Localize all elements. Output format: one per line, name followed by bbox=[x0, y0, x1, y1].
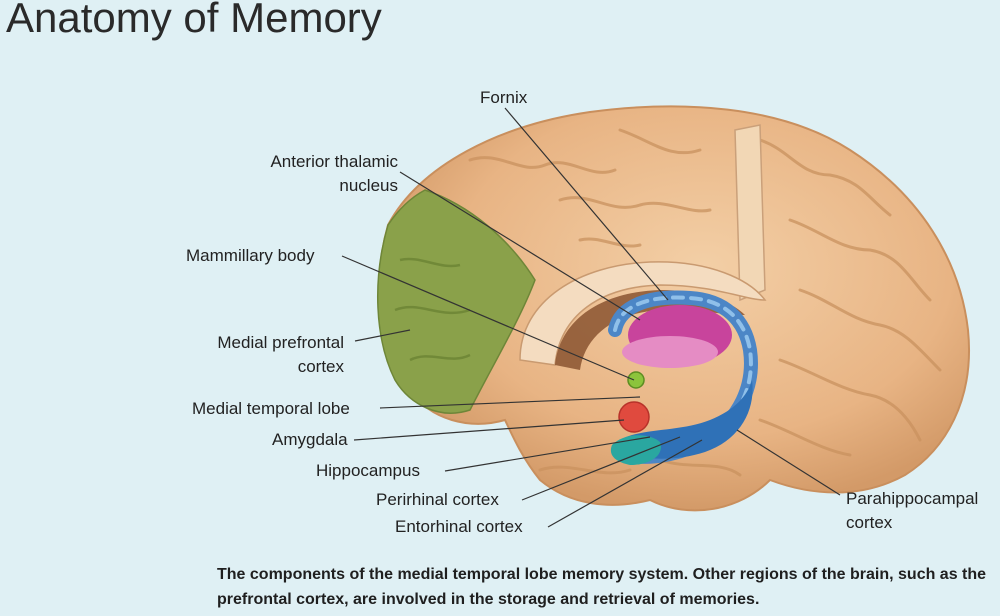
thalamus-lower bbox=[622, 336, 718, 368]
prefrontal-gyri bbox=[394, 257, 471, 362]
label-medial-prefrontal-line1: Medial prefrontal bbox=[217, 333, 344, 352]
label-hippocampus: Hippocampus bbox=[316, 461, 420, 480]
label-parahippocampal-line1: Parahippocampal bbox=[846, 489, 979, 508]
label-mammillary-body: Mammillary body bbox=[186, 246, 315, 265]
mammillary-body bbox=[627, 371, 645, 389]
label-anterior-thalamic-line2: nucleus bbox=[339, 176, 398, 195]
entorhinal-region bbox=[610, 435, 661, 465]
cut-face bbox=[734, 124, 766, 302]
figure-caption: The components of the medial temporal lo… bbox=[217, 566, 987, 608]
leader-lines bbox=[341, 107, 841, 528]
label-fornix: Fornix bbox=[480, 88, 528, 107]
label-medial-prefrontal-line2: cortex bbox=[297, 357, 344, 376]
label-amygdala: Amygdala bbox=[272, 430, 348, 449]
label-parahippocampal-line2: cortex bbox=[846, 513, 893, 532]
label-perirhinal-cortex: Perirhinal cortex bbox=[376, 490, 499, 509]
amygdala bbox=[618, 401, 650, 433]
corpus-callosum bbox=[519, 261, 767, 366]
diagram-title: Anatomy of Memory bbox=[6, 0, 382, 41]
label-medial-temporal-lobe: Medial temporal lobe bbox=[192, 399, 350, 418]
label-anterior-thalamic-line1: Anterior thalamic bbox=[270, 152, 398, 171]
gyri-texture bbox=[468, 128, 942, 477]
label-entorhinal-cortex: Entorhinal cortex bbox=[395, 517, 523, 536]
